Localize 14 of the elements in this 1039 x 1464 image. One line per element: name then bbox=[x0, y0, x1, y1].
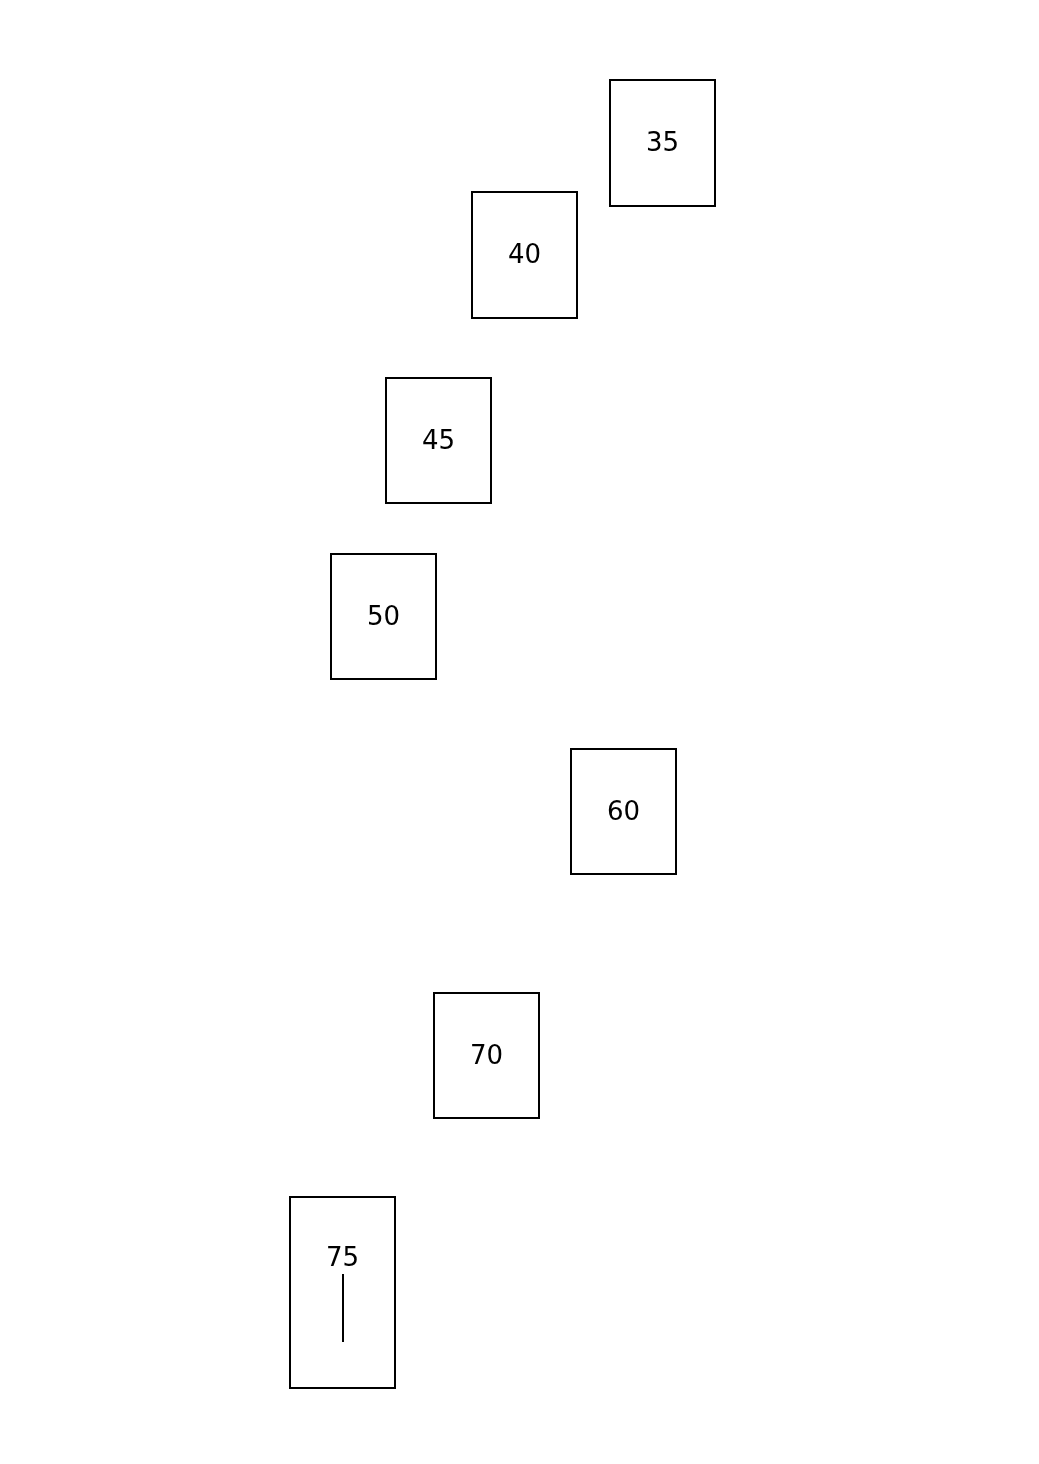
number-label: 70 bbox=[468, 1040, 505, 1070]
number-box bbox=[471, 191, 578, 319]
number-label: 35 bbox=[644, 127, 681, 157]
number-label: 40 bbox=[506, 239, 543, 269]
number-box bbox=[609, 79, 716, 207]
number-box bbox=[330, 553, 437, 680]
number-box bbox=[433, 992, 540, 1119]
number-label: 50 bbox=[365, 601, 402, 631]
number-label: 45 bbox=[420, 425, 457, 455]
number-box bbox=[289, 1196, 396, 1389]
number-label: 60 bbox=[605, 796, 642, 826]
number-label: 75 bbox=[324, 1242, 361, 1272]
number-box bbox=[570, 748, 677, 875]
number-box bbox=[385, 377, 492, 504]
